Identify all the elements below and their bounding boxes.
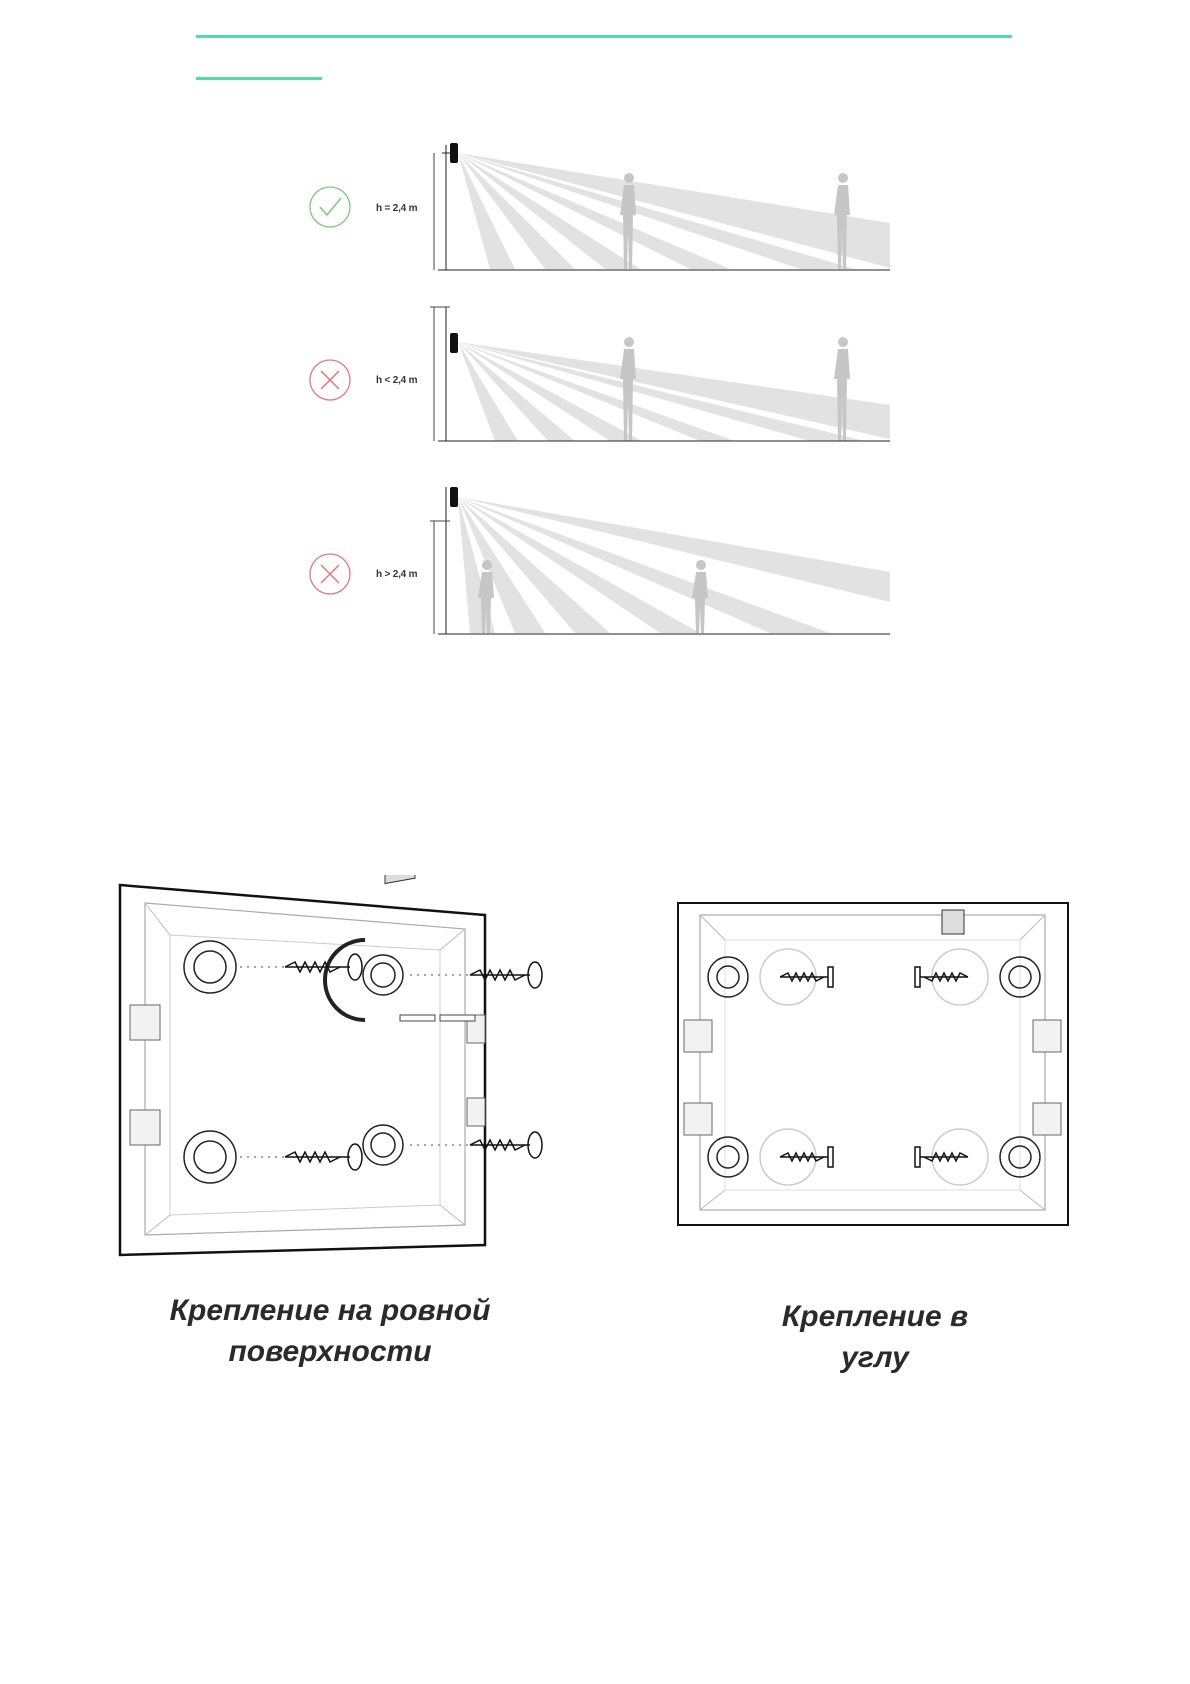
- cross-icon: [309, 359, 351, 401]
- caption-line: углу: [841, 1341, 909, 1374]
- height-label: h = 2,4 m: [376, 203, 418, 214]
- height-label: h < 2,4 m: [376, 375, 418, 386]
- corner-mount-illustration: [677, 902, 1069, 1226]
- height-diagram-correct: h = 2,4 m: [290, 135, 910, 285]
- caption-line: поверхности: [228, 1335, 432, 1368]
- caption-line: Крепление на ровной: [169, 1294, 491, 1327]
- person-silhouette: [620, 173, 850, 269]
- flat-mount-illustration: [118, 875, 543, 1257]
- screw-icon: [779, 966, 969, 1168]
- motion-detector-icon: [450, 487, 458, 507]
- motion-detector-icon: [450, 143, 458, 163]
- corner-mount-caption: Крепление в углу: [670, 1296, 1080, 1378]
- cross-icon: [309, 553, 351, 595]
- person-silhouette: [478, 560, 708, 633]
- detector-coverage-graphic: [309, 306, 890, 442]
- header-accent-rule-short: [196, 77, 322, 80]
- person-silhouette: [620, 337, 850, 441]
- height-diagram-too-high: h > 2,4 m: [290, 487, 910, 637]
- screw-icon: [284, 953, 543, 1171]
- caption-line: Крепление в: [781, 1300, 969, 1333]
- detector-coverage-graphic: [309, 143, 890, 271]
- detector-coverage-graphic: [309, 487, 890, 635]
- header-accent-rule: [196, 35, 1012, 38]
- height-label: h > 2,4 m: [376, 569, 418, 580]
- flat-mount-caption: Крепление на ровной поверхности: [110, 1290, 550, 1372]
- motion-detector-icon: [450, 333, 458, 353]
- height-diagram-too-low: h < 2,4 m: [290, 306, 910, 457]
- check-icon: [309, 186, 351, 228]
